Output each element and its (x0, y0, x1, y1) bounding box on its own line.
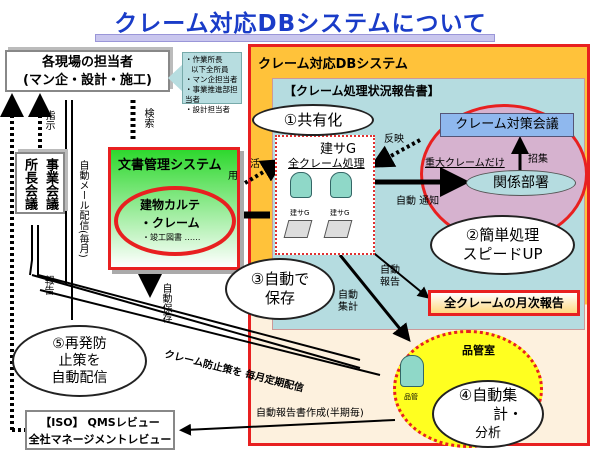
monthly-report-box: 全クレームの月次報告 (428, 290, 580, 316)
cloud-text: 止策を (58, 352, 101, 369)
qms-review-label: 【ISO】 QMSレビュー (40, 416, 160, 429)
reflect-label: 反映 (384, 134, 404, 145)
auto-mail-label: 自動メール配信(毎月) (77, 160, 88, 258)
site-staff-title: 各現場の担当者 (41, 55, 133, 70)
drawings-item-label: ・竣工図書 …… (142, 233, 201, 242)
callout-item: ・マン企担当者 (185, 75, 238, 84)
callout-item: ・設計担当者 (185, 105, 230, 114)
group-label: 建サG (320, 142, 357, 157)
title-underline (95, 34, 495, 42)
dotted-arrow-left (0, 93, 421, 432)
cloud-text: ⑤再発防 (52, 335, 107, 352)
cloud-easy-processing: ②簡単処理スピードUP (430, 215, 575, 275)
use-label-2: 用 (228, 171, 238, 182)
major-claims-label: 重大クレームだけ (425, 158, 505, 169)
cloud-text: 計・ (492, 404, 523, 423)
person-icon (290, 172, 312, 198)
claim-measures-meeting: クレーム対策会議 (440, 113, 574, 137)
claim-item-label: ・クレーム (140, 216, 200, 230)
callout-pointer (168, 64, 183, 92)
staff-callout: ・作業所長 以下全所員 ・マン企担当者 ・事業推進部担当者 ・設計担当者 (182, 52, 242, 114)
cloud-auto-save: ③自動で保存 (225, 258, 335, 320)
instruct-label: 指示 (43, 110, 54, 130)
site-staff-roles: (マン企・設計・施工) (23, 73, 152, 88)
related-departments: 関係部署 (466, 170, 576, 196)
use-label-1: 活 (250, 159, 260, 170)
business-meeting-label: 事業会議 (43, 158, 58, 210)
laptop-icon (323, 220, 353, 238)
claim-db-system-label: クレーム対応DBシステム (258, 57, 408, 72)
building-record-label: 建物カルテ (140, 198, 201, 212)
person-label: 建サG (290, 209, 310, 217)
auto-tally-label: 自動集計 (338, 290, 358, 313)
half-report-arrow (179, 419, 396, 436)
callout-item: ・事業推進部担当者 (185, 85, 238, 104)
cloud-text: ②簡単処理 (465, 226, 540, 244)
callout-item: 以下全所員 (191, 65, 229, 74)
building-record-ellipse (114, 186, 236, 256)
report-label: 報告 (42, 275, 53, 295)
iso-review-box: 【ISO】 QMSレビュー 全社マネージメントレビュー (25, 410, 175, 450)
cloud-text: 保存 (264, 289, 295, 307)
auto-notify-label: 自動 通知 (396, 196, 440, 207)
cloud-text: ③自動で (250, 270, 310, 288)
page-title: クレーム対応DBシステムについて (114, 11, 487, 37)
cloud-recurrence-prevention: ⑤再発防止策を自動配信 (12, 325, 147, 397)
qc-person-icon (400, 355, 424, 387)
qc-room-label: 品管室 (462, 344, 495, 357)
cloud-text: 分析 (474, 425, 501, 441)
cloud-text: ④自動集 (458, 385, 518, 404)
cloud-sharing: ①共有化 (252, 104, 374, 136)
convene-label: 招集 (528, 154, 548, 165)
doc-system-label: 文書管理システム (118, 158, 222, 173)
qc-person-label: 品管 (404, 393, 418, 401)
half-report-label: 自動報告書作成(半期毎) (256, 408, 364, 419)
laptop-icon (283, 220, 313, 238)
site-staff-box: 各現場の担当者 (マン企・設計・施工) (5, 50, 170, 92)
auto-save-label: 自動保存 (160, 283, 171, 323)
cloud-text: 自動配信 (51, 369, 108, 386)
claim-report-title: 【クレーム処理状況報告書】 (284, 84, 440, 98)
management-review-label: 全社マネージメントレビュー (28, 433, 172, 446)
person-label: 建サG (330, 209, 350, 217)
cloud-sharing-text: ①共有化 (283, 110, 343, 129)
search-label: 検索 (142, 108, 153, 128)
cloud-text: スピードUP (462, 245, 543, 263)
callout-item: ・作業所長 (185, 55, 223, 64)
cloud-auto-analysis: ④自動集計・分析 (432, 380, 544, 448)
all-claims-label: 全クレーム処理 (288, 157, 365, 170)
chief-meeting-box: 所長会議 事業会議 (15, 152, 65, 214)
chief-meeting-label: 所長会議 (22, 158, 37, 210)
auto-report-label: 自動報告 (380, 265, 400, 288)
person-icon (330, 172, 352, 198)
